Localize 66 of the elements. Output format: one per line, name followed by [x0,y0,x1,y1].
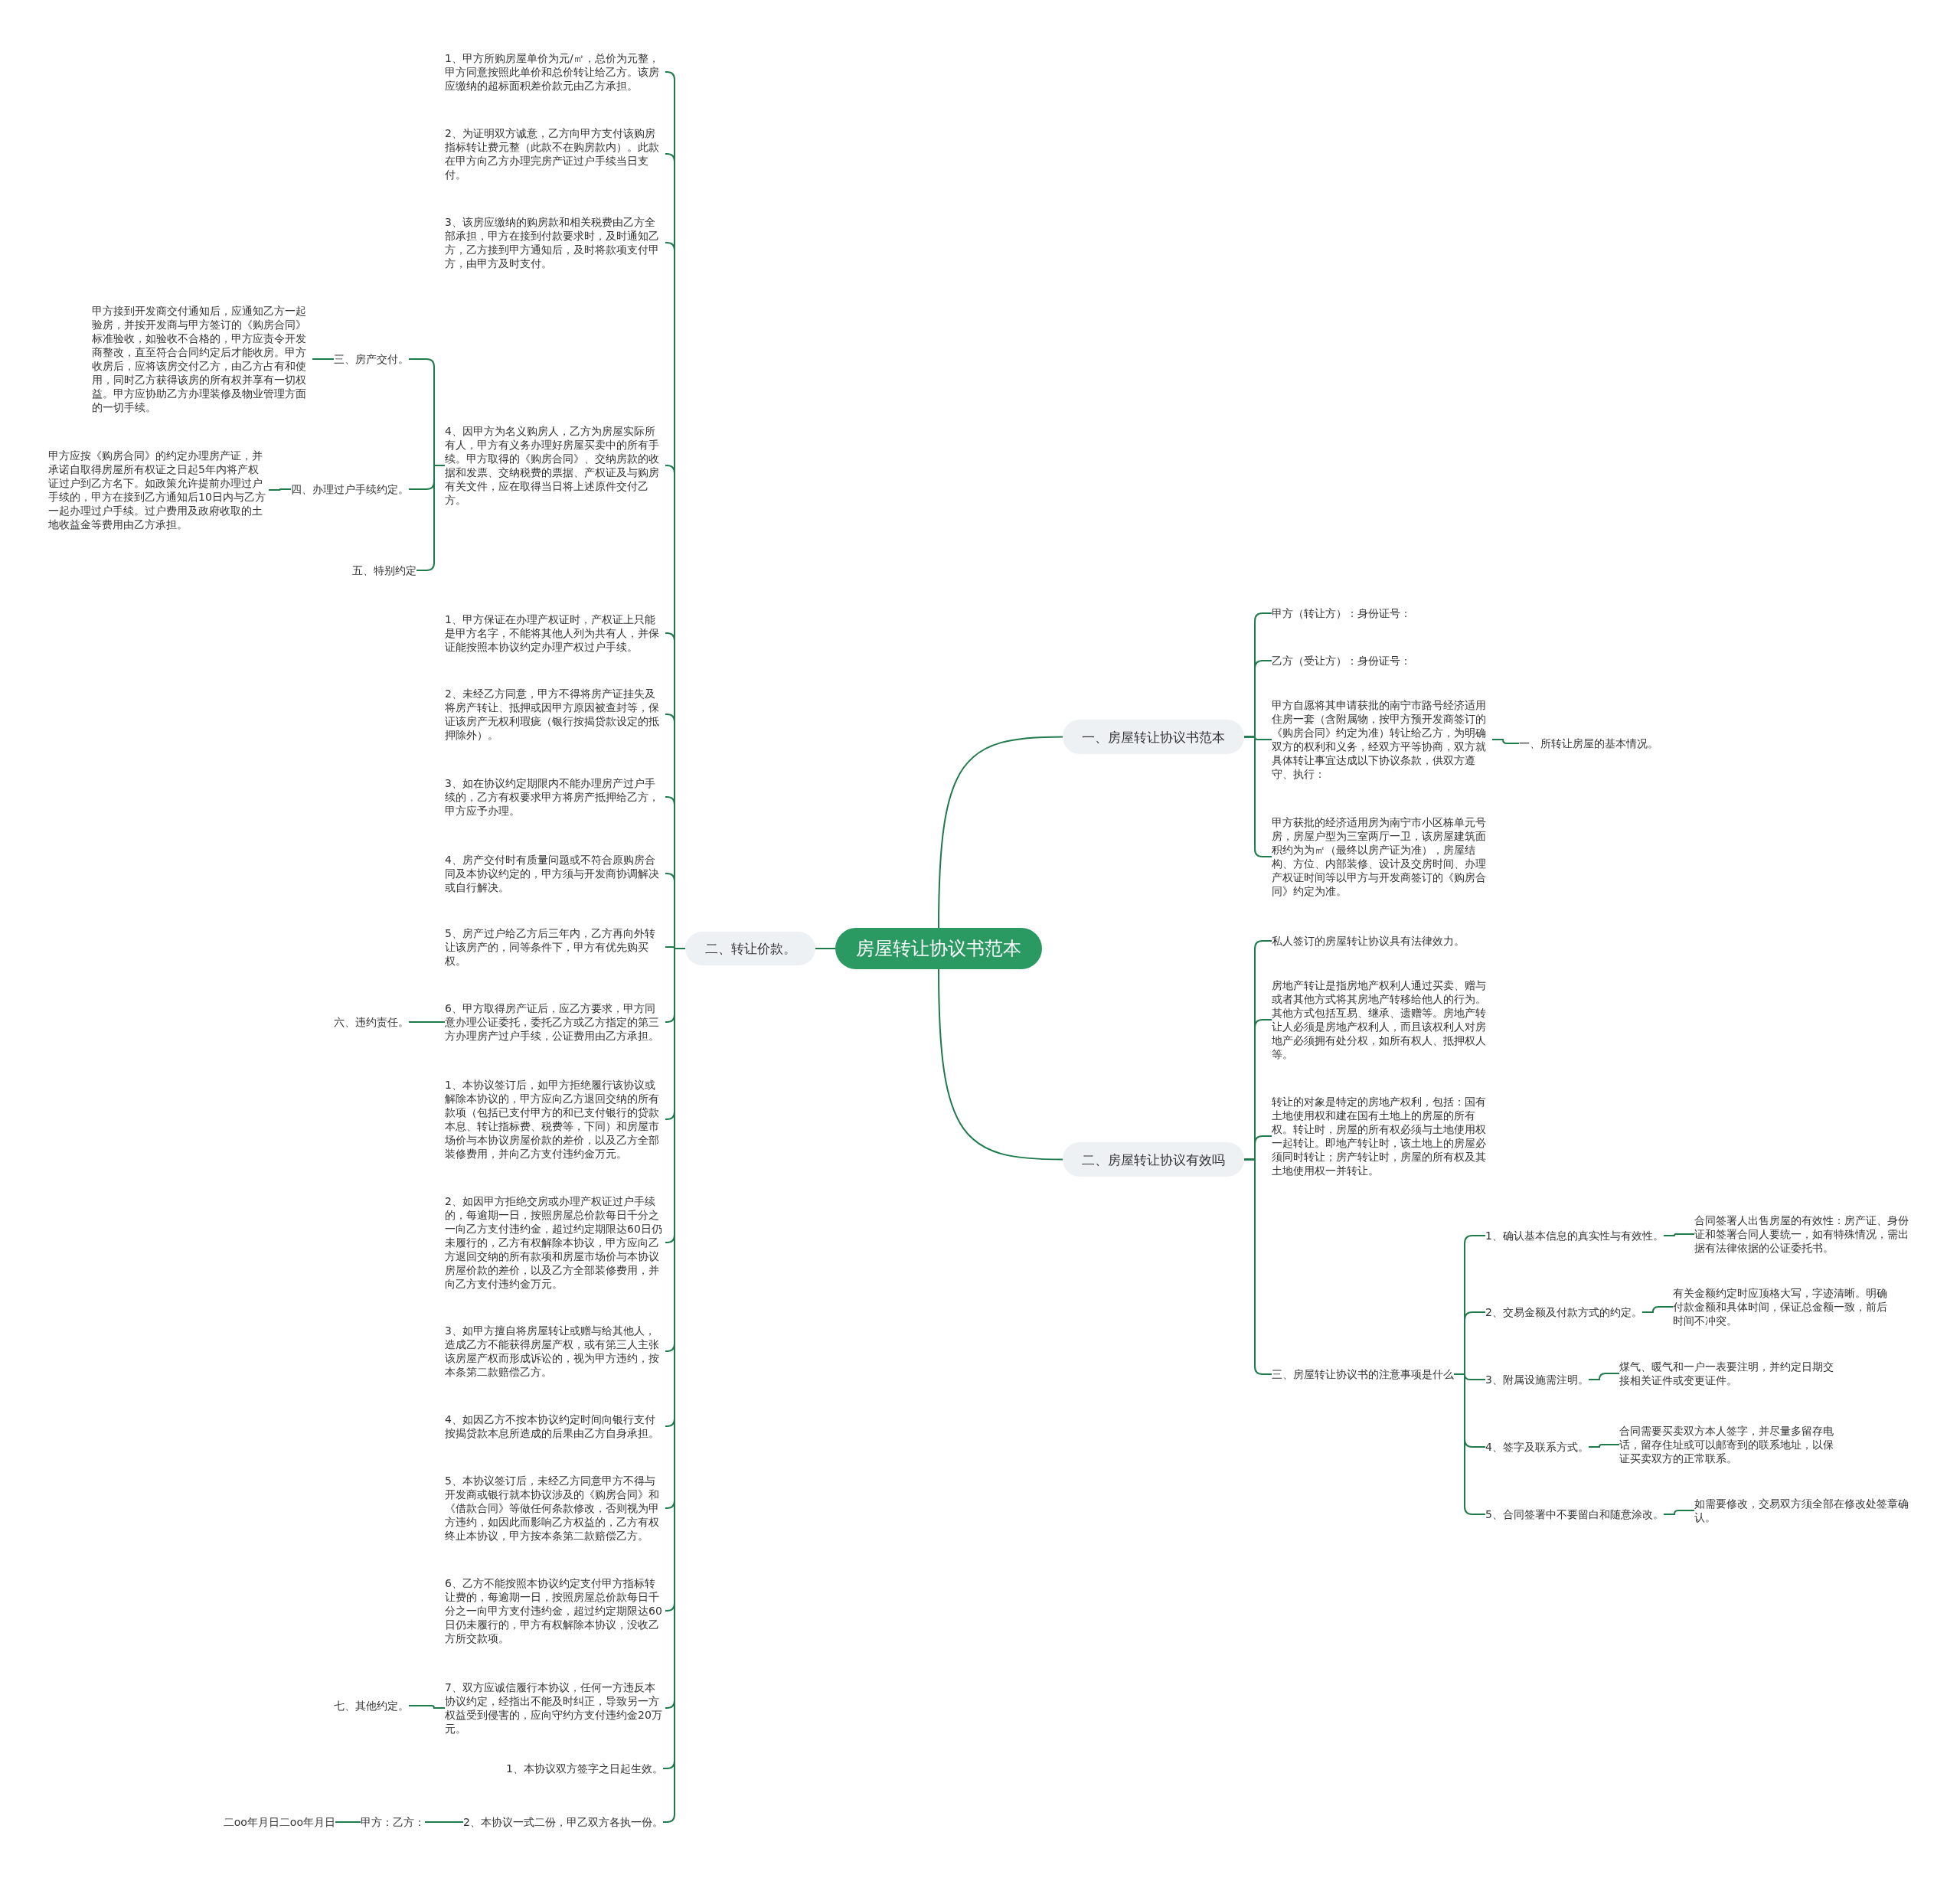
topic-text: 2、本协议一式二份，甲乙双方各执一份。 [463,1815,663,1829]
topic-text: 乙方（受让方）：身份证号： [1272,654,1411,668]
topic-text: 2、未经乙方同意，甲方不得将房产证挂失及将房产转让、抵押或因甲方原因被查封等，保证该房产无权利瑕疵（银行按揭贷款设定的抵押除外）。 [445,687,665,742]
topic-text: 3、如甲方擅自将房屋转让或赠与给其他人，造成乙方不能获得房屋产权，或有第三人主张该房屋产权而形成诉讼的，视为甲方违约，按本条第二款赔偿乙方。 [445,1324,665,1379]
topic-text: 5、本协议签订后，未经乙方同意甲方不得与开发商或银行就本协议涉及的《购房合同》和《借款合同》等做任何条款修改，否则视为甲方违约，如因此而影响乙方权益的，乙方有权终止本协议，甲方按本条第二款赔偿乙方。 [445,1474,665,1543]
topic-text: 3、如在协议约定期限内不能办理房产过户手续的，乙方有权要求甲方将房产抵押给乙方，甲方应予办理。 [445,776,665,818]
topic-text: 甲方应按《购房合同》的约定办理房产证，并承诺自取得房屋所有权证之日起5年内将产权证过户到乙方名下。如政策允许提前办理过户手续的，甲方在接到乙方通知后10日内与乙方一起办理过户手续。过户费用及政府收取的土地收益金等费用由乙方承担。 [48,449,269,531]
connector-line [938,736,1063,929]
topic-text: 5、合同签署中不要留白和随意涂改。 [1485,1507,1664,1521]
connector-line [1641,1306,1674,1313]
topic-text: 1、本协议签订后，如甲方拒绝履行该协议或解除本协议的，甲方应向乙方退回交纳的所有款项（包括已支付甲方的和已支付银行的贷款本息、转让指标费、税费等，下同）和房屋市场价与本协议房屋价款的差价，以及乙方全部装修费用，并向乙方支付违约金万元。 [445,1078,665,1161]
topic-text: 1、本协议双方签字之日起生效。 [506,1762,663,1775]
topic-text: 私人签订的房屋转让协议具有法律效力。 [1272,934,1465,948]
topic-text: 七、其他约定。 [334,1699,409,1713]
topic-text: 4、签字及联系方式。 [1485,1440,1589,1454]
topic-text: 2、如因甲方拒绝交房或办理产权证过户手续的，每逾期一日，按照房屋总价款每日千分之一向乙方支付违约金，超过约定期限达60日仍未履行的，乙方有权解除本协议，甲方应向乙方退回交纳的所有款项和房屋市场价与本协议房屋价款的差价，以及乙方全部装修费用，并向乙方支付违约金万元。 [445,1194,665,1291]
topic-text: 如需要修改，交易双方须全部在修改处签章确认。 [1694,1497,1915,1524]
connector-line [408,1021,446,1023]
connector-line [815,948,836,949]
topic-text: 合同需要买卖双方本人签字，并尽量多留存电话，留存住址或可以邮寄到的联系地址，以保证买卖双方的正常联系。 [1619,1424,1840,1465]
topic-text: 4、因甲方为名义购房人，乙方为房屋实际所有人，甲方有义务办理好房屋买卖中的所有手续。甲方取得的《购房合同》、交纳房款的收据和发票、交纳税费的票据、产权证及与购房有关文件，应在取得当日将上述原件交付乙方。 [445,424,665,507]
topic-text: 1、甲方保证在办理产权证时，产权证上只能是甲方名字，不能将其他人列为共有人，并保证能按照本协议约定办理产权过户手续。 [445,612,665,654]
topic-text: 煤气、暖气和一户一表要注明，并约定日期交接相关证件或变更证件。 [1619,1360,1840,1387]
connector-line [408,1705,446,1709]
topic-text: 六、违约责任。 [334,1015,409,1029]
topic-text: 甲方（转让方）：身份证号： [1272,606,1411,620]
connector-line [424,1821,465,1823]
branch-topic: 二、转让价款。 [685,932,815,965]
topic-text: 二oo年月日二oo年月日 [223,1815,335,1829]
central-topic: 房屋转让协议书范本 [835,928,1042,969]
topic-text: 三、房屋转让协议书的注意事项是什么 [1272,1367,1454,1381]
connector-line [1587,1444,1620,1448]
topic-text: 四、办理过户手续约定。 [291,482,409,496]
topic-text: 甲方获批的经济适用房为南宁市小区栋单元号房，房屋户型为三室两厅一卫，该房屋建筑面积约为为㎡（最终以房产证为准），房屋结构、方位、内部装修、设计及交房时间、办理产权证时间等以甲方与开发商签订的《购房合同》约定为准。 [1272,815,1492,898]
connector-line [1587,1373,1620,1380]
topic-text: 2、为证明双方诚意，乙方向甲方支付该购房指标转让费元整（此款不在购房款内）。此款在甲方向乙方办理完房产证过户手续当日支付。 [445,126,665,181]
topic-text: 6、乙方不能按照本协议约定支付甲方指标转让费的，每逾期一日，按照房屋总价款每日千分之一向甲方支付违约金，超过约定期限达60日仍未履行的，甲方有权解除本协议，没收乙方所交款项。 [445,1576,665,1645]
branch-topic: 二、房屋转让协议有效吗 [1063,1142,1244,1177]
topic-text: 6、甲方取得房产证后，应乙方要求，甲方同意办理公证委托，委托乙方或乙方指定的第三方办理房产过户手续，公证费用由乙方承担。 [445,1001,665,1043]
topic-text: 有关金额约定时应顶格大写，字迹清晰。明确付款金额和具体时间，保证总金额一致，前后时间不冲突。 [1673,1286,1893,1327]
topic-text: 合同签署人出售房屋的有效性：房产证、身份证和签署合同人要统一，如有特殊情况，需出据有法律依据的公证委托书。 [1694,1213,1915,1255]
topic-text: 5、房产过户给乙方后三年内，乙方再向外转让该房产的，同等条件下，甲方有优先购买权。 [445,926,665,968]
topic-text: 2、交易金额及付款方式的约定。 [1485,1305,1642,1319]
topic-text: 三、房产交付。 [334,352,409,366]
connector-line [268,488,292,491]
connector-line [1662,1510,1695,1515]
connector-line [335,1821,361,1823]
topic-text: 4、如因乙方不按本协议约定时间向银行支付按揭贷款本息所造成的后果由乙方自身承担。 [445,1412,665,1440]
topic-text: 房地产转让是指房地产权利人通过买卖、赠与或者其他方式将其房地产转移给他人的行为。其他方式包括互易、继承、遗赠等。房地产转让人必须是房地产权利人，而且该权利人对房地产必须拥有处分权，如所有权人、抵押权人等。 [1272,978,1492,1061]
topic-text: 3、附属设施需注明。 [1485,1373,1589,1386]
connector-line [312,358,335,360]
topic-text: 1、甲方所购房屋单价为元/㎡，总价为元整，甲方同意按照此单价和总价转让给乙方。该房应缴纳的超标面积差价款元由乙方承担。 [445,51,665,93]
connector-line [938,968,1063,1161]
connector-line [1491,739,1520,744]
topic-text: 甲方自愿将其申请获批的南宁市路号经济适用住房一套（含附属物，按甲方预开发商签订的《购房合同》约定为准）转让给乙方，为明确双方的权利和义务，经双方平等协商，双方就具体转让事宜达成以下协议条款，供双方遵守、执行： [1272,698,1492,781]
topic-text: 甲方接到开发商交付通知后，应通知乙方一起验房，并按开发商与甲方签订的《购房合同》标准验收，如验收不合格的，甲方应责令开发商整改，直至符合合同约定后才能收房。甲方收房后，应将该房交付乙方，由乙方占有和使用，同时乙方获得该房的所有权并享有一切权益。甲方应协助乙方办理装修及物业管理方面的一切手续。 [92,304,312,414]
topic-text: 1、确认基本信息的真实性与有效性。 [1485,1229,1664,1243]
branch-topic: 一、房屋转让协议书范本 [1063,720,1244,754]
topic-text: 3、该房应缴纳的购房款和相关税费由乙方全部承担，甲方在接到付款要求时，及时通知乙方，乙方接到甲方通知后，及时将款项支付甲方，由甲方及时支付。 [445,215,665,270]
topic-text: 4、房产交付时有质量问题或不符合原购房合同及本协议约定的，甲方须与开发商协调解决或自行解决。 [445,853,665,894]
topic-text: 一、所转让房屋的基本情况。 [1519,736,1658,750]
connector-line [1662,1233,1695,1236]
topic-text: 甲方：乙方： [361,1815,425,1829]
topic-text: 五、特别约定 [352,563,416,577]
topic-text: 7、双方应诚信履行本协议，任何一方违反本协议约定，经指出不能及时纠正，导致另一方权益受到侵害的，应向守约方支付违约金20万元。 [445,1680,665,1736]
topic-text: 转让的对象是特定的房地产权利，包括：国有土地使用权和建在国有土地上的房屋的所有权。转让时，房屋的所有权必须与土地使用权一起转让。即地产转让时，该土地上的房屋必须同时转让；房产转让时，房屋的所有权及其土地使用权一并转让。 [1272,1095,1492,1177]
